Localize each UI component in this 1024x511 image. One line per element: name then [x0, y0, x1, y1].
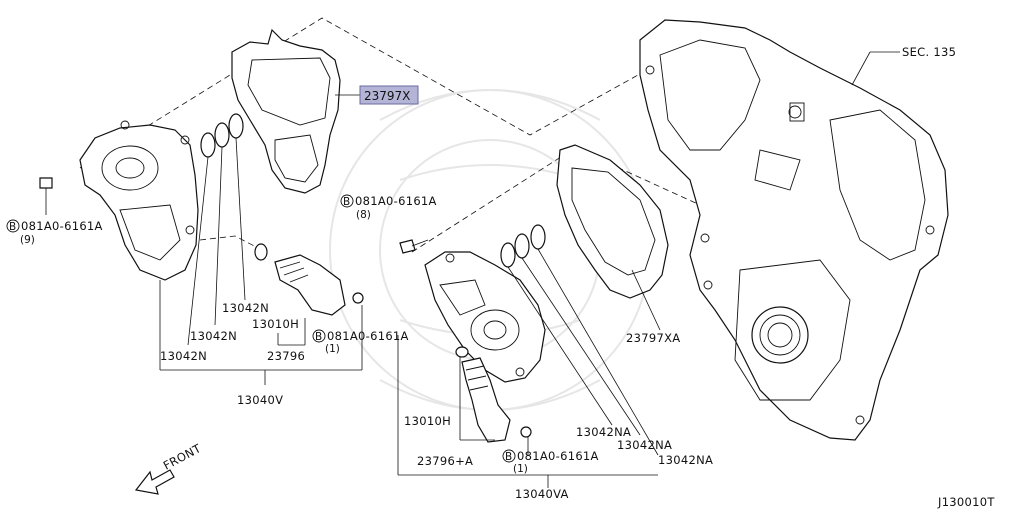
label-13010h-a[interactable]: 13010H [252, 317, 299, 331]
label-13042na-a[interactable]: 13042NA [576, 425, 631, 439]
timing-chain-cover [639, 19, 949, 441]
label-13010h-b[interactable]: 13010H [404, 414, 451, 428]
label-13040v[interactable]: 13040V [237, 393, 283, 407]
label-bolt-1a: 081A0-6161A [327, 329, 409, 343]
label-bolt-9: 081A0-6161A [21, 219, 103, 233]
label-23796[interactable]: 23796 [267, 349, 305, 363]
o-rings-13042n [200, 113, 244, 158]
label-sec-135: SEC. 135 [902, 45, 956, 59]
front-arrow-icon [134, 469, 175, 495]
label-13042n-a[interactable]: 13042N [222, 301, 269, 315]
label-front: FRONT [161, 441, 204, 473]
label-13042n-b[interactable]: 13042N [190, 329, 237, 343]
label-bolt-1a-qty: (1) [325, 343, 340, 355]
o-rings-13042na [500, 224, 546, 268]
solenoid-valve-23796 [254, 243, 364, 316]
label-23796a[interactable]: 23796+A [417, 454, 473, 468]
bolt-label-1a[interactable]: B 081A0-6161A (1) [312, 329, 409, 355]
bolt-symbol: B [343, 196, 350, 208]
bolt-symbol: B [315, 331, 322, 343]
label-13042na-c[interactable]: 13042NA [658, 453, 713, 467]
label-bolt-9-qty: (9) [20, 234, 35, 246]
label-bolt-1b-qty: (1) [513, 463, 528, 475]
bolt-symbol: B [9, 221, 16, 233]
cam-cover-left [79, 120, 199, 281]
label-bolt-1b: 081A0-6161A [517, 449, 599, 463]
bolt-label-9[interactable]: B 081A0-6161A (9) [6, 219, 103, 246]
front-indicator: FRONT [134, 441, 204, 495]
label-bolt-8-qty: (8) [356, 209, 371, 221]
label-23797xa[interactable]: 23797XA [626, 331, 680, 345]
solenoid-valve-23796a [455, 346, 532, 443]
label-23797x[interactable]: 23797X [364, 89, 410, 103]
highlight-23797x [359, 85, 419, 105]
gasket-23797xa [556, 144, 669, 299]
diagram-reference-code: J130010T [937, 495, 995, 509]
bolt-symbol: B [505, 451, 512, 463]
label-13042n-c[interactable]: 13042N [160, 349, 207, 363]
label-13042na-b[interactable]: 13042NA [617, 438, 672, 452]
gasket-23797x [231, 28, 341, 194]
bolt-label-8[interactable]: B 081A0-6161A (8) [340, 194, 437, 221]
bolt-label-1b[interactable]: B 081A0-6161A (1) [502, 449, 599, 475]
leader-lines [159, 51, 900, 488]
label-13040va[interactable]: 13040VA [515, 487, 569, 501]
bolts [39, 177, 429, 254]
cam-cover-right [424, 251, 546, 383]
label-bolt-8: 081A0-6161A [355, 194, 437, 208]
